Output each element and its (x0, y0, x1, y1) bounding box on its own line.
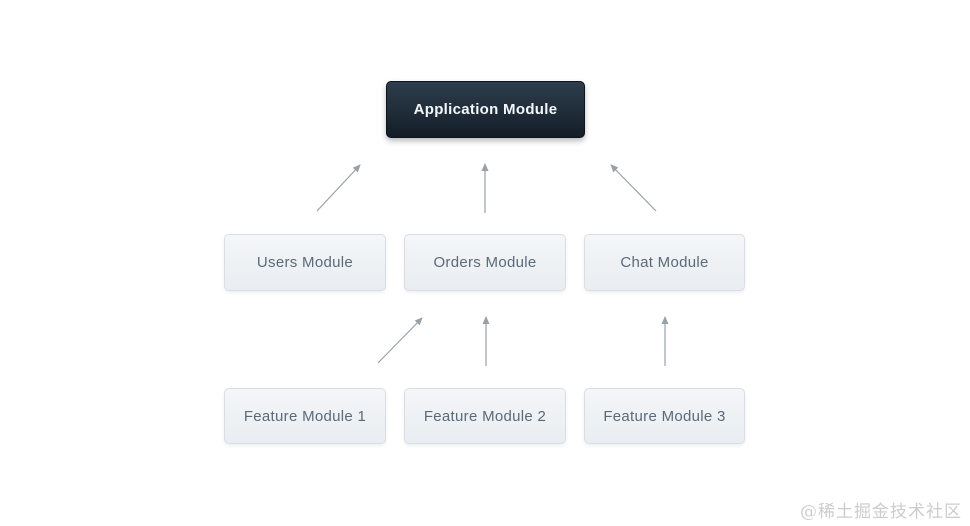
node-chat-module: Chat Module (584, 234, 745, 291)
edge-feature1-to-orders (377, 317, 423, 364)
watermark: @稀土掘金技术社区 (800, 502, 962, 522)
node-label: Users Module (256, 254, 354, 271)
node-users-module: Users Module (224, 234, 386, 291)
node-label: Chat Module (620, 254, 709, 271)
node-feature-module-3: Feature Module 3 (584, 388, 745, 444)
node-label: Feature Module 2 (423, 407, 547, 425)
node-orders-module: Orders Module (404, 234, 566, 291)
edge-chat-to-application (610, 164, 657, 212)
node-label: Feature Module 1 (243, 407, 367, 425)
edge-users-to-application (316, 164, 361, 212)
node-application-module: Application Module (386, 81, 585, 138)
node-label: Feature Module 3 (603, 407, 726, 425)
node-feature-module-1: Feature Module 1 (224, 388, 386, 444)
node-label: Orders Module (433, 254, 537, 271)
node-label: Application Module (413, 101, 558, 118)
node-feature-module-2: Feature Module 2 (404, 388, 566, 444)
